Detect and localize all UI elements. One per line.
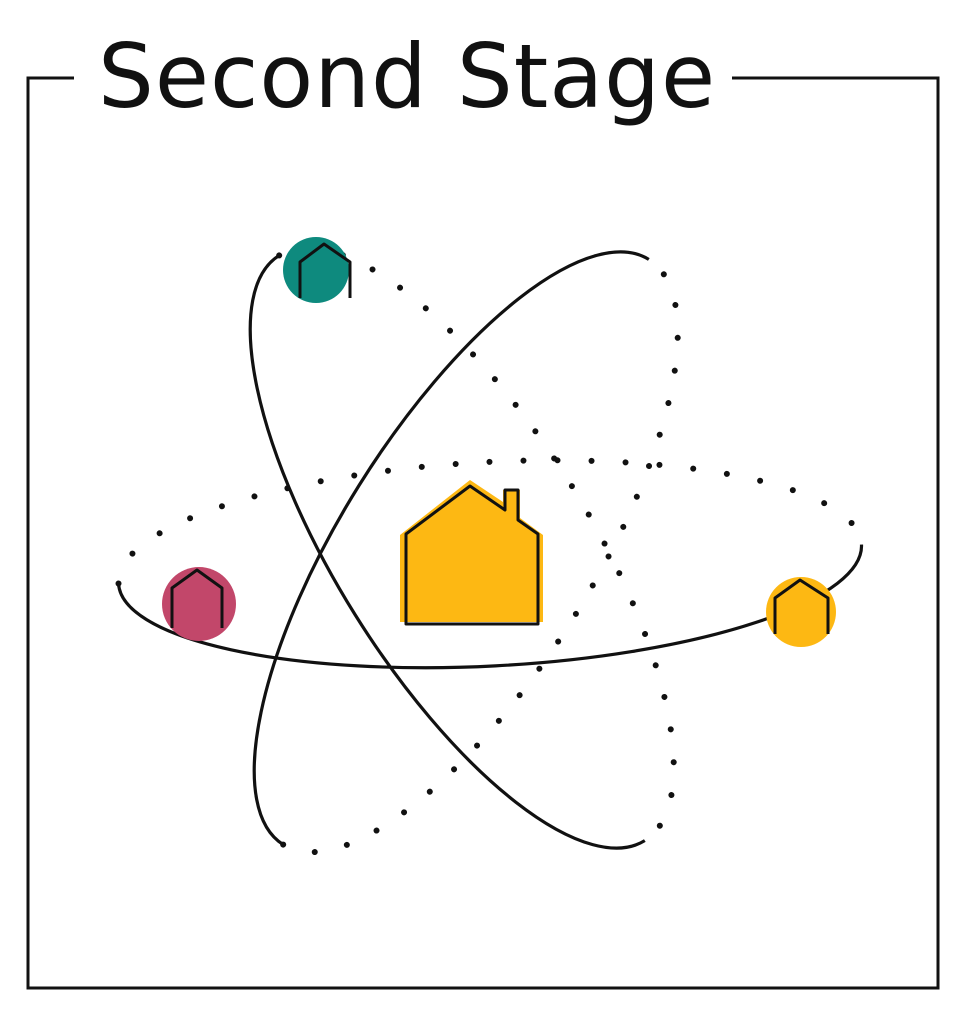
orbit-diagonal-left — [252, 250, 681, 856]
teal-node-house-icon — [283, 237, 352, 303]
center-house-icon — [400, 480, 543, 626]
orbit-diagonal-right — [248, 244, 677, 850]
page-title: Second Stage — [82, 22, 733, 132]
yellow-node-house-icon — [766, 577, 836, 647]
red-node-house-icon — [162, 567, 236, 641]
border — [26, 76, 940, 990]
